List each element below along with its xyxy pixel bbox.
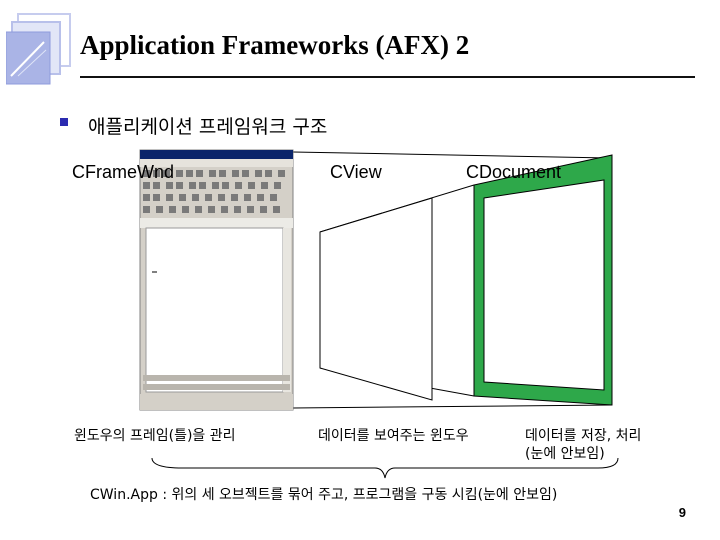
caption-frame: 윈도우의 프레임(틀)을 관리 (74, 425, 236, 445)
caption-document-line1: 데이터를 저장, 처리 (525, 425, 641, 445)
page-number: 9 (679, 505, 686, 520)
caption-app: CWin.App : 위의 세 오브젝트를 묶어 주고, 프로그램을 구동 시킴… (90, 484, 557, 504)
label-cview: CView (330, 162, 382, 183)
document-panel-inner (484, 180, 604, 390)
label-cdocument: CDocument (466, 162, 561, 183)
frame-window-illustration (140, 150, 293, 410)
label-cframewnd: CFrameWnd (72, 162, 174, 183)
caption-view: 데이터를 보여주는 윈도우 (318, 425, 469, 445)
view-panel (320, 198, 432, 400)
caption-document-line2: (눈에 안보임) (525, 443, 605, 463)
